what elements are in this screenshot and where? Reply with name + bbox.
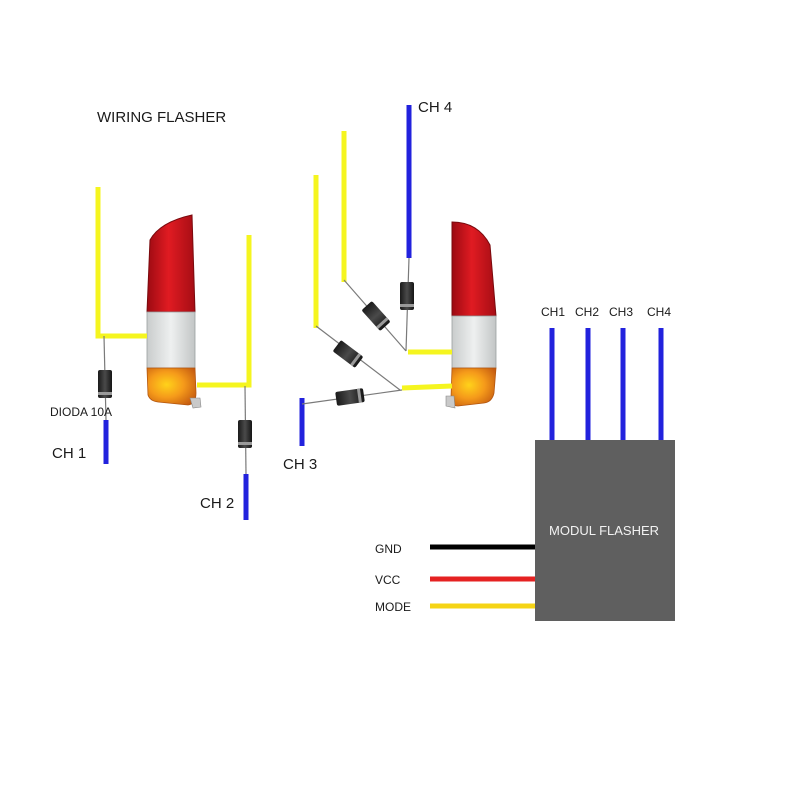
module-output-label: CH1 — [541, 305, 565, 319]
tail-light-icon — [146, 214, 202, 409]
lamp-wire — [401, 383, 453, 391]
gnd-label: GND — [375, 542, 402, 556]
ch1-label: CH 1 — [52, 445, 86, 462]
module-output-label: CH2 — [575, 305, 599, 319]
module-body — [535, 440, 675, 621]
ch3-label: CH 3 — [283, 456, 317, 473]
diode-icon — [238, 420, 252, 448]
vcc-label: VCC — [375, 573, 401, 587]
lamp-wire — [197, 235, 252, 388]
module-output-label: CH3 — [609, 305, 633, 319]
diode-icon — [333, 340, 363, 368]
diode-label: DIODA 10A — [50, 405, 112, 419]
module-output-label: CH4 — [647, 305, 671, 319]
flasher-module: CH1 CH2 CH3 CH4 MODUL FLASHER GND VCC MO… — [375, 305, 675, 621]
module-label: MODUL FLASHER — [549, 523, 659, 538]
diode-icon — [98, 370, 112, 398]
mode-label: MODE — [375, 600, 411, 614]
diode-icon — [335, 388, 365, 406]
diode-icon — [400, 282, 414, 310]
ch2-label: CH 2 — [200, 495, 234, 512]
tail-light-icon — [445, 221, 497, 409]
ch4-label: CH 4 — [418, 99, 452, 116]
lamp-wire — [95, 187, 147, 339]
diagram-title: WIRING FLASHER — [97, 109, 226, 126]
diode-icon — [362, 301, 390, 331]
